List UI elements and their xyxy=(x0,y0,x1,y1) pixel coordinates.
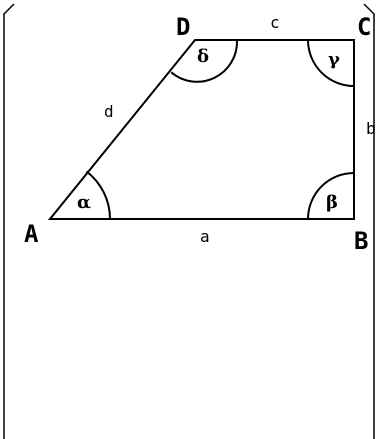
angle-label-beta: β xyxy=(326,192,338,213)
side-label-a: a xyxy=(200,227,210,246)
side-label-c: c xyxy=(270,13,280,32)
angle-label-gamma: γ xyxy=(328,49,340,70)
frame-left-border xyxy=(3,3,15,439)
angle-arc-alpha xyxy=(85,170,111,220)
vertex-label-D: D xyxy=(176,13,190,41)
angle-arc-delta xyxy=(170,39,239,83)
side-label-b: b xyxy=(366,119,376,138)
angle-label-delta: δ xyxy=(197,46,209,67)
vertex-label-B: B xyxy=(354,227,368,255)
angle-label-alpha: α xyxy=(77,192,91,213)
angle-arc-beta xyxy=(307,172,355,220)
vertex-label-C: C xyxy=(357,13,371,41)
frame-top-right-border xyxy=(363,3,375,439)
side-label-d: d xyxy=(104,102,114,121)
angle-arc-gamma xyxy=(307,39,355,87)
quadrilateral-outline xyxy=(47,39,355,220)
vertex-label-A: A xyxy=(24,220,39,248)
